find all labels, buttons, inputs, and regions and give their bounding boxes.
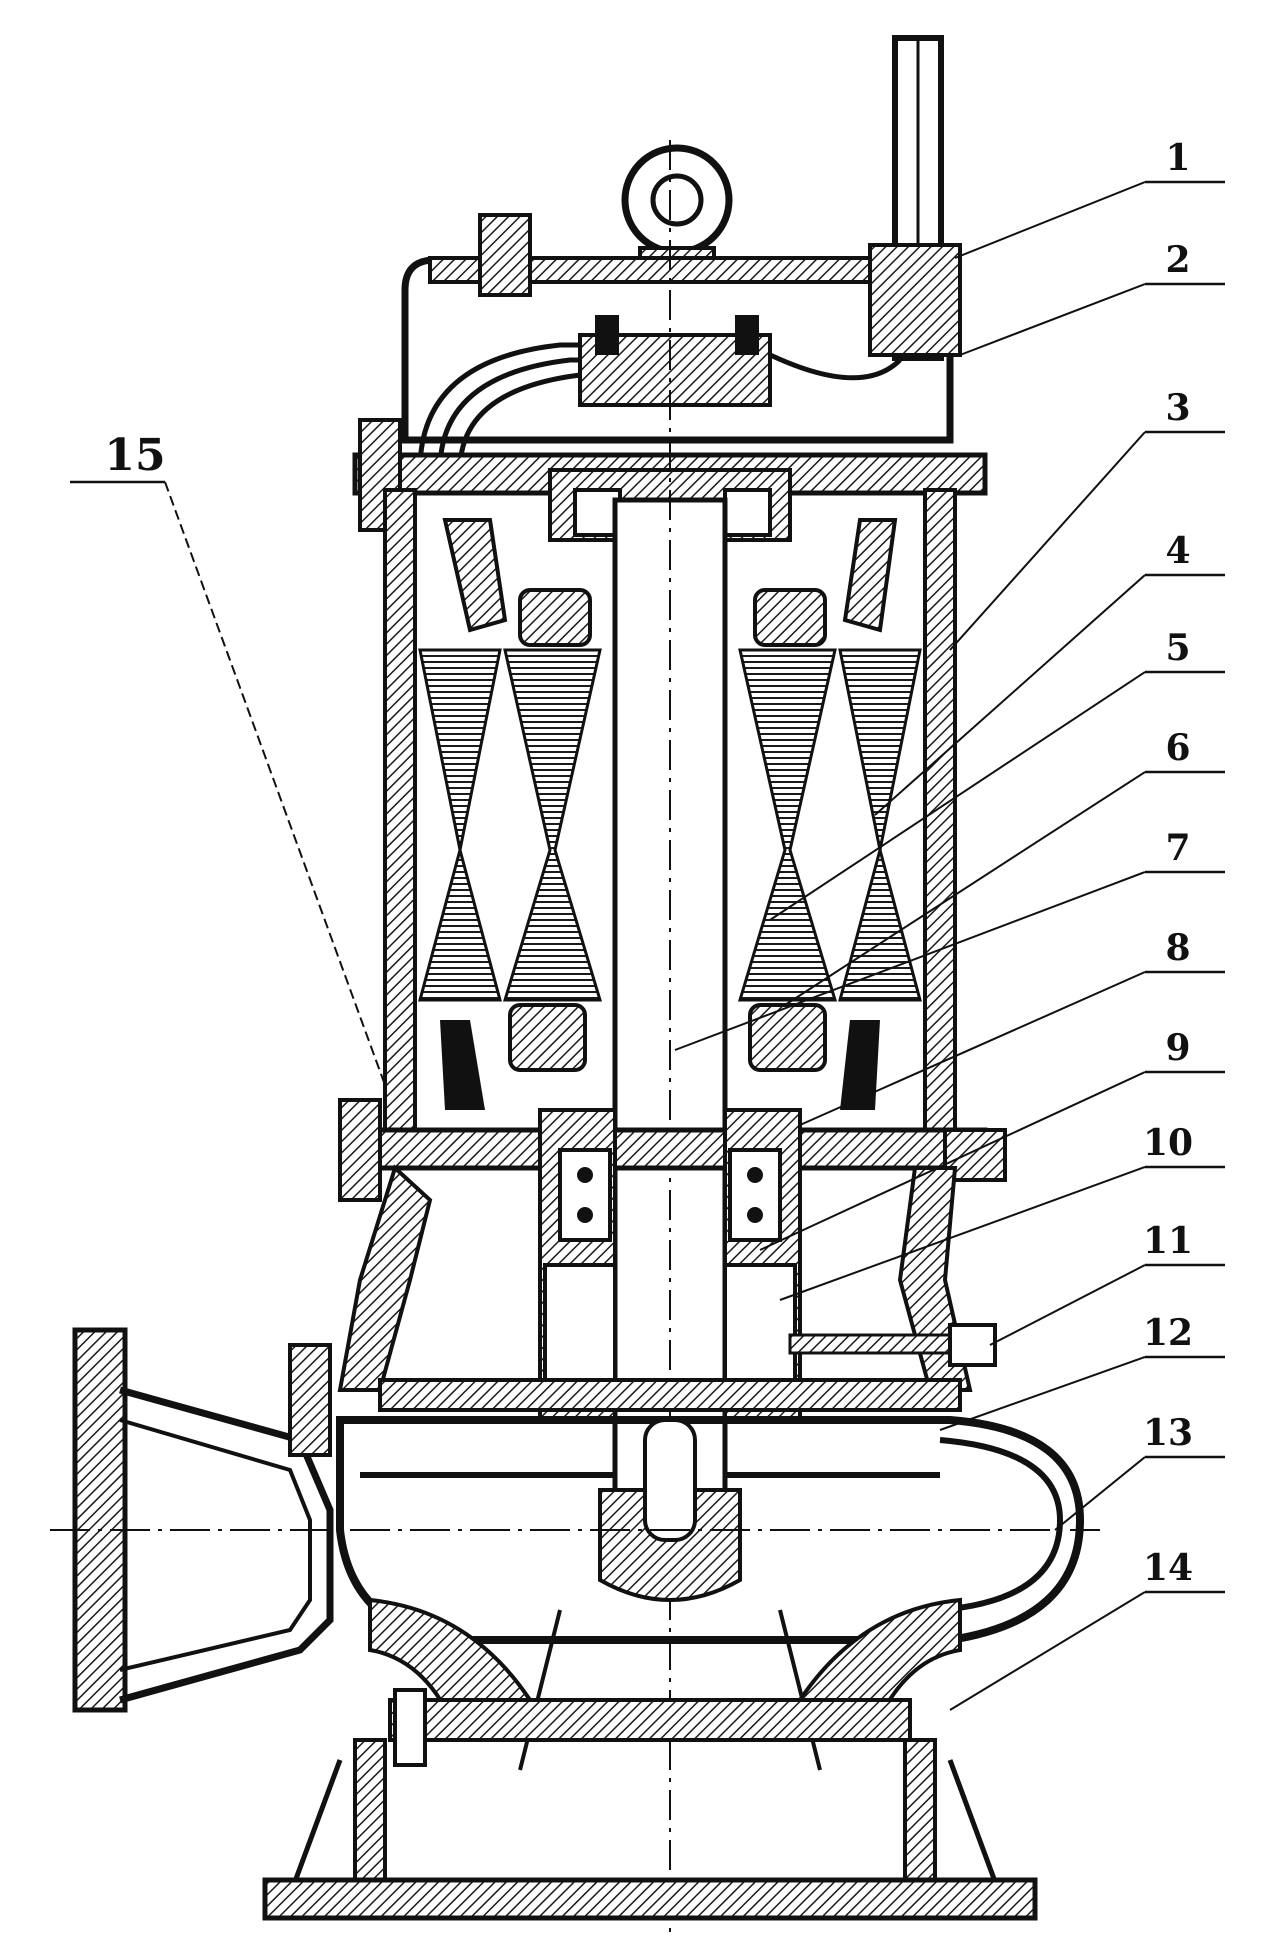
callout-14: 14 [949,1547,1225,1711]
callout-label: 13 [1143,1412,1193,1454]
base-stand [262,1688,1038,1921]
callout-label: 5 [1165,627,1190,669]
discharge-outlet [72,1327,334,1713]
callout-5: 5 [769,627,1225,921]
callout-label: 7 [1165,827,1190,869]
callout-label: 2 [1165,239,1190,281]
oil-chamber [337,1164,997,1412]
callout-label: 14 [1143,1547,1193,1589]
callout-leader [784,771,1146,1006]
callout-leader [939,1356,1146,1431]
callout-label: 15 [104,430,165,481]
callout-8: 8 [799,927,1225,1126]
callout-4: 4 [874,530,1225,816]
top-cover [401,213,962,471]
callout-label: 11 [1143,1220,1193,1262]
motor-housing [383,488,957,1142]
callout-label: 4 [1165,530,1190,572]
callout-13: 13 [1054,1412,1225,1531]
callout-leader [164,481,386,1086]
callout-leader [1054,1456,1146,1531]
callout-10: 10 [779,1122,1225,1301]
callout-leader [949,1591,1146,1711]
callout-9: 9 [759,1027,1225,1251]
callout-7: 7 [674,827,1225,1051]
callout-11: 11 [989,1220,1225,1346]
callout-leader [769,671,1146,921]
callout-1: 1 [954,137,1225,259]
callout-leader [949,431,1146,651]
stator-end-windings [440,518,898,1110]
mechanical-seal [543,1263,797,1397]
lower-flange [338,1098,1007,1202]
callout-leader [989,1264,1146,1346]
callout-15: 15 [70,430,386,1086]
shaft [612,140,728,1940]
callout-leader [954,181,1146,259]
rotor-core [502,588,838,1072]
callout-leader [874,574,1146,816]
callout-leader [779,1166,1146,1301]
callout-12: 12 [939,1312,1225,1431]
callout-leader [674,871,1146,1051]
callout-label: 8 [1165,927,1190,969]
callout-label: 6 [1165,727,1190,769]
callout-leader [759,1071,1146,1251]
callout-3: 3 [949,387,1225,651]
callout-label: 9 [1165,1027,1190,1069]
stator-core [418,648,922,1002]
callout-6: 6 [784,727,1225,1006]
callout-label: 1 [1165,137,1190,179]
callout-label: 10 [1143,1122,1193,1164]
callout-label: 12 [1143,1312,1193,1354]
callout-2: 2 [959,239,1225,356]
callout-leader [799,971,1146,1126]
callout-leader [959,283,1146,356]
callout-label: 3 [1165,387,1190,429]
